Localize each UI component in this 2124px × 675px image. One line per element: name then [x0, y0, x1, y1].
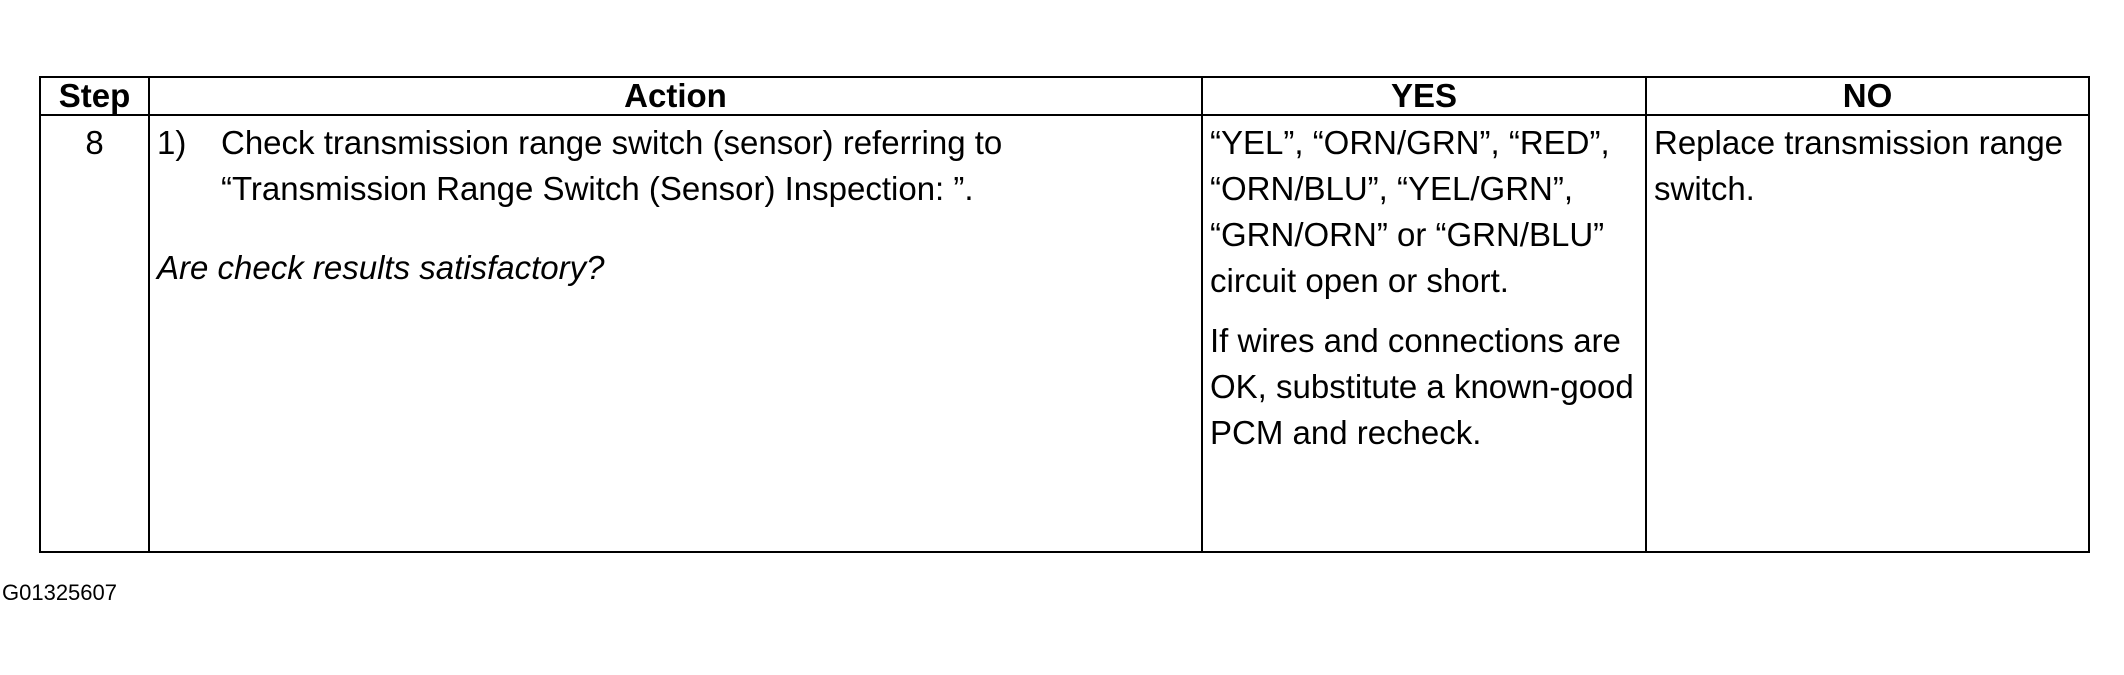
header-yes: YES: [1201, 76, 1647, 116]
header-no: NO: [1645, 76, 2090, 116]
yes-cell: “YEL”, “ORN/GRN”, “RED”, “ORN/BLU”, “YEL…: [1201, 114, 1647, 553]
diagnostic-table: Step Action YES NO 8 1) Check transmissi…: [39, 76, 2090, 553]
table-header-row: Step Action YES NO: [39, 76, 2090, 116]
figure-id: G01325607: [2, 580, 117, 605]
action-question: Are check results satisfactory?: [157, 249, 605, 286]
yes-circuit-text: “YEL”, “ORN/GRN”, “RED”, “ORN/BLU”, “YEL…: [1210, 124, 1610, 299]
action-step-text: Check transmission range switch (sensor)…: [221, 120, 1194, 212]
table-row: 8 1) Check transmission range switch (se…: [39, 114, 2090, 553]
action-step-text-line2: “Transmission Range Switch (Sensor) Insp…: [221, 170, 974, 207]
action-step: 1) Check transmission range switch (sens…: [157, 120, 1194, 212]
header-step: Step: [39, 76, 150, 116]
step-number: 8: [39, 114, 150, 553]
action-step-text-line1: Check transmission range switch (sensor)…: [221, 124, 1003, 161]
no-cell: Replace transmission range switch.: [1645, 114, 2090, 553]
action-cell: 1) Check transmission range switch (sens…: [148, 114, 1203, 553]
action-step-number: 1): [157, 124, 187, 161]
header-action: Action: [148, 76, 1203, 116]
yes-pcm-text: If wires and connections are OK, substit…: [1210, 322, 1634, 451]
